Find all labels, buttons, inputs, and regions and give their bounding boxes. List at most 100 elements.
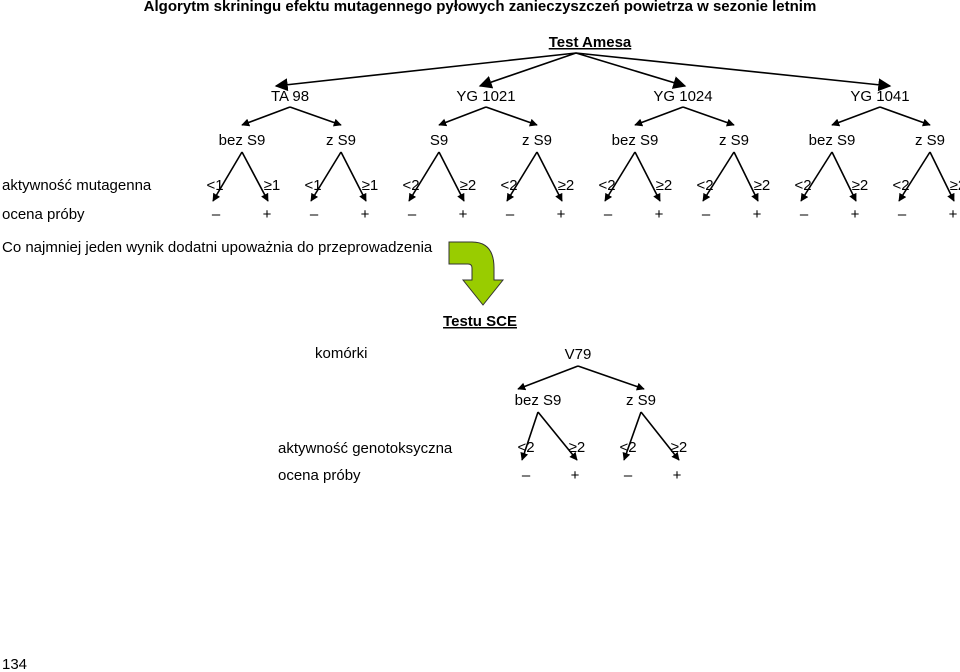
arrow-condition-to-activity xyxy=(831,151,857,202)
result-value: + xyxy=(361,206,370,223)
activity-value: ≥1 xyxy=(264,177,281,194)
condition-label: z S9 xyxy=(326,132,356,149)
arrow-condition-to-activity xyxy=(310,151,342,202)
activity-value: <2 xyxy=(402,177,419,194)
sce-condition-label: bez S9 xyxy=(515,392,562,409)
arrow-condition-to-activity xyxy=(929,151,955,202)
sce-test-label: Testu SCE xyxy=(443,313,517,330)
sce-activity-label: aktywność genotoksyczna xyxy=(278,440,453,457)
result-value: – xyxy=(898,206,907,223)
arrow-condition-to-activity xyxy=(733,151,759,202)
sce-result-value: – xyxy=(624,467,633,484)
sce-cells-label: komórki xyxy=(315,345,368,362)
page-number: 134 xyxy=(2,656,27,672)
condition-label: S9 xyxy=(430,132,448,149)
ames-result-label: ocena próby xyxy=(2,206,85,223)
sce-conditions: bez S9 z S9 xyxy=(515,392,656,409)
ames-test-label: Test Amesa xyxy=(549,34,632,51)
condition-label: z S9 xyxy=(522,132,552,149)
result-value: – xyxy=(310,206,319,223)
arrow-strain-to-condition xyxy=(241,106,291,127)
activity-value: <2 xyxy=(892,177,909,194)
arrow-condition-to-activity xyxy=(506,151,538,202)
activity-value: ≥1 xyxy=(362,177,379,194)
arrow-root-to-strain xyxy=(274,52,577,92)
activity-value: <2 xyxy=(500,177,517,194)
arrow-condition-to-sce-activity xyxy=(520,411,539,461)
result-value: – xyxy=(506,206,515,223)
condition-label: bez S9 xyxy=(219,132,266,149)
ames-activity-label: aktywność mutagenna xyxy=(2,177,152,194)
arrow-root-to-strain xyxy=(575,52,892,92)
sce-activity-value: ≥2 xyxy=(671,439,688,456)
arrow-condition-to-activity xyxy=(702,151,735,202)
activity-value: ≥2 xyxy=(754,177,771,194)
sce-activity-value: <2 xyxy=(619,439,636,456)
arrow-condition-to-activity xyxy=(408,151,440,202)
activity-value: ≥2 xyxy=(656,177,673,194)
ames-activity-values: <1≥1<1≥1<2≥2<2≥2<2≥2<2≥2<2≥2<2≥2 xyxy=(206,177,960,194)
transition-text: Co najmniej jeden wynik dodatni upoważni… xyxy=(2,239,433,256)
sce-activity-value: ≥2 xyxy=(569,439,586,456)
arrow-condition-to-sce-activity xyxy=(537,411,578,461)
arrow-condition-to-activity xyxy=(212,151,243,202)
result-value: + xyxy=(851,206,860,223)
result-value: – xyxy=(408,206,417,223)
activity-value: <2 xyxy=(794,177,811,194)
sce-activity-value: <2 xyxy=(517,439,534,456)
arrow-strain-to-condition xyxy=(634,106,684,127)
result-value: – xyxy=(800,206,809,223)
sce-condition-label: z S9 xyxy=(626,392,656,409)
arrow-strain-to-condition xyxy=(831,106,881,127)
sce-result-value: + xyxy=(673,467,682,484)
result-value: + xyxy=(557,206,566,223)
sce-result-label: ocena próby xyxy=(278,467,361,484)
result-value: – xyxy=(702,206,711,223)
arrow-condition-to-activity xyxy=(438,151,465,202)
arrow-condition-to-sce-activity xyxy=(640,411,680,461)
strain-label: YG 1021 xyxy=(456,88,515,105)
arrow-root-to-strain xyxy=(478,52,577,89)
arrow-condition-to-activity xyxy=(800,151,833,202)
activity-value: <2 xyxy=(696,177,713,194)
sce-cell-line: V79 xyxy=(565,346,592,363)
arrow-strain-to-condition xyxy=(438,106,487,127)
activity-value: ≥2 xyxy=(558,177,575,194)
sce-result-value: + xyxy=(571,467,580,484)
result-value: + xyxy=(949,206,958,223)
arrow-cellline-to-condition xyxy=(517,365,579,391)
tree-connectors xyxy=(212,52,955,461)
arrow-cellline-to-condition xyxy=(577,365,645,391)
sce-result-value: – xyxy=(522,467,531,484)
diagram-title: Algorytm skriningu efektu mutagennego py… xyxy=(144,0,817,15)
condition-label: z S9 xyxy=(915,132,945,149)
arrow-condition-to-activity xyxy=(536,151,563,202)
sce-activity-values: <2 ≥2 <2 ≥2 xyxy=(517,439,687,456)
sce-result-values: – + – + xyxy=(522,467,682,484)
activity-value: <1 xyxy=(206,177,223,194)
condition-label: bez S9 xyxy=(809,132,856,149)
activity-value: ≥2 xyxy=(852,177,869,194)
ames-conditions: bez S9 z S9 S9 z S9 bez S9 z S9 bez S9 z S9 xyxy=(219,132,945,149)
arrow-condition-to-activity xyxy=(604,151,636,202)
result-value: – xyxy=(604,206,613,223)
arrow-condition-to-activity xyxy=(241,151,269,202)
strain-label: TA 98 xyxy=(271,88,309,105)
activity-value: ≥2 xyxy=(460,177,477,194)
result-value: – xyxy=(212,206,221,223)
result-value: + xyxy=(459,206,468,223)
arrow-condition-to-activity xyxy=(340,151,367,202)
curved-arrow-icon xyxy=(448,241,505,306)
ames-result-values: –+–+–+–+–+–+–+–+ xyxy=(212,206,958,223)
strain-label: YG 1024 xyxy=(653,88,712,105)
condition-label: z S9 xyxy=(719,132,749,149)
condition-label: bez S9 xyxy=(612,132,659,149)
arrow-strain-to-condition xyxy=(289,106,342,127)
arrow-root-to-strain xyxy=(575,52,687,89)
arrow-condition-to-activity xyxy=(634,151,661,202)
activity-value: ≥2 xyxy=(950,177,960,194)
arrow-condition-to-sce-activity xyxy=(622,411,642,461)
arrow-strain-to-condition xyxy=(879,106,931,127)
